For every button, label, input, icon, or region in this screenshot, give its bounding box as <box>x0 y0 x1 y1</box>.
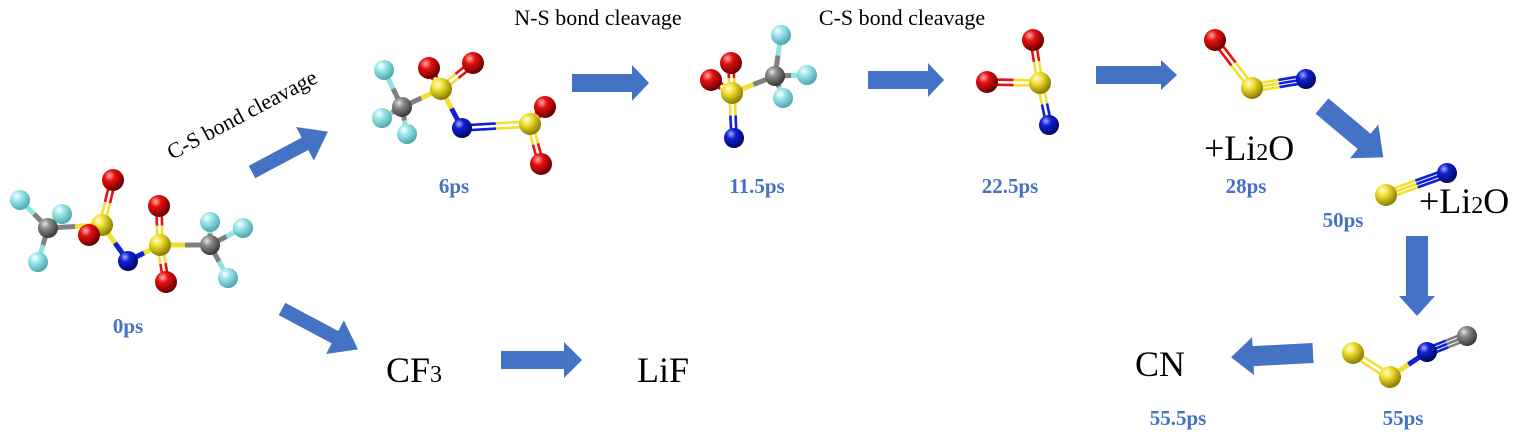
oxygen-atom <box>720 52 742 74</box>
oxygen-atom <box>1022 29 1044 51</box>
cs-bond-cleavage-label-2: C-S bond cleavage <box>819 5 985 30</box>
nitrogen-atom <box>1039 115 1059 135</box>
arrow-22_5ps-to-28ps <box>1096 60 1177 90</box>
time-label-50ps: 50ps <box>1323 208 1364 232</box>
time-label-22_5ps: 22.5ps <box>982 174 1039 198</box>
sulfur-atom <box>149 234 171 256</box>
molecule-frag-55ps <box>1342 326 1477 388</box>
fluorine-atom <box>218 268 238 288</box>
atoms <box>1204 29 1316 99</box>
carbon-atom <box>392 97 412 117</box>
li2o-2-sub: 2 <box>1471 193 1483 219</box>
oxygen-atom <box>462 52 484 74</box>
molecules-layer <box>10 25 1477 388</box>
arrow-55ps-to-cn <box>1231 337 1314 376</box>
fluorine-atom <box>200 212 220 232</box>
arrow-50ps-to-55ps <box>1399 236 1435 316</box>
nitrogen-atom <box>452 118 472 138</box>
oxygen-atom <box>530 153 552 175</box>
bonds <box>1350 331 1469 381</box>
sulfur-atom <box>430 78 452 100</box>
time-label-0ps: 0ps <box>113 314 143 338</box>
fluorine-atom <box>10 190 30 210</box>
time-label-28ps: 28ps <box>1226 174 1267 198</box>
arrow-cf3-to-lif <box>501 342 582 378</box>
species-cf3-sub: 3 <box>430 362 442 388</box>
li2o-1-post: O <box>1268 128 1294 168</box>
sulfur-atom <box>1029 72 1051 94</box>
atoms <box>1342 326 1477 388</box>
oxygen-atom <box>155 271 177 293</box>
fluorine-atom <box>397 124 417 144</box>
arrow-11_5ps-to-22_5ps <box>868 63 944 97</box>
arrows <box>248 60 1435 378</box>
time-label-55ps: 55ps <box>1383 406 1424 430</box>
arrow-28ps-to-50ps <box>1315 98 1384 159</box>
molecule-frag-6ps <box>372 52 556 175</box>
species-cf3: CF3 <box>386 350 442 390</box>
species-cn: CN <box>1135 344 1185 384</box>
molecule-frag-22_5ps <box>976 29 1059 135</box>
atoms <box>1375 163 1457 206</box>
molecule-frag-11_5ps <box>700 25 817 148</box>
oxygen-atom <box>148 195 170 217</box>
ns-bond-cleavage-label: N-S bond cleavage <box>514 5 681 30</box>
fluorine-atom <box>28 252 48 272</box>
oxygen-atom <box>418 57 440 79</box>
carbon-atom <box>200 235 220 255</box>
nitrogen-atom <box>1417 342 1437 362</box>
li2o-1-pre: +Li <box>1204 128 1256 168</box>
oxygen-atom <box>78 224 100 246</box>
atoms <box>976 29 1059 135</box>
fluorine-atom <box>773 88 793 108</box>
fluorine-atom <box>374 60 394 80</box>
sulfur-atom <box>1342 342 1364 364</box>
carbon-atom <box>765 66 785 86</box>
arrow-6ps-to-11_5ps <box>572 65 649 101</box>
li2o-2-pre: +Li <box>1419 181 1471 221</box>
oxygen-atom <box>976 71 998 93</box>
atoms <box>372 52 556 175</box>
species-li2o-2: +Li2O <box>1419 181 1509 221</box>
oxygen-atom <box>102 169 124 191</box>
fluorine-atom <box>797 65 817 85</box>
species-lif: LiF <box>637 350 689 390</box>
oxygen-atom <box>700 69 722 91</box>
fluorine-atom <box>372 108 392 128</box>
sulfur-atom <box>1379 366 1401 388</box>
carbon-atom <box>38 218 58 238</box>
molecule-frag-50ps <box>1375 163 1457 206</box>
nitrogen-atom <box>118 251 138 271</box>
species-cf3-main: CF <box>386 350 430 390</box>
molecule-frag-28ps <box>1204 29 1316 99</box>
arrow-0ps-to-6ps <box>248 127 328 179</box>
nitrogen-atom <box>724 128 744 148</box>
time-label-6ps: 6ps <box>439 174 469 198</box>
sulfur-atom <box>1375 184 1397 206</box>
nitrogen-atom <box>1437 163 1457 183</box>
li2o-1-sub: 2 <box>1256 140 1268 166</box>
arrow-0ps-to-cf3 <box>278 302 358 354</box>
sulfur-atom <box>1241 77 1263 99</box>
fluorine-atom <box>233 218 253 238</box>
atoms <box>700 25 817 148</box>
carbon-atom <box>1457 326 1477 346</box>
sulfur-atom <box>519 113 541 135</box>
atoms <box>10 169 253 293</box>
sulfur-atom <box>721 82 743 104</box>
li2o-2-post: O <box>1483 181 1509 221</box>
fluorine-atom <box>52 204 72 224</box>
time-label-55_5ps: 55.5ps <box>1150 406 1207 430</box>
species-li2o-1: +Li2O <box>1204 128 1294 168</box>
time-label-11_5ps: 11.5ps <box>729 174 784 198</box>
oxygen-atom <box>534 96 556 118</box>
fluorine-atom <box>771 25 791 45</box>
nitrogen-atom <box>1296 69 1316 89</box>
oxygen-atom <box>1204 29 1226 51</box>
molecule-tfsi-0ps <box>10 169 253 293</box>
